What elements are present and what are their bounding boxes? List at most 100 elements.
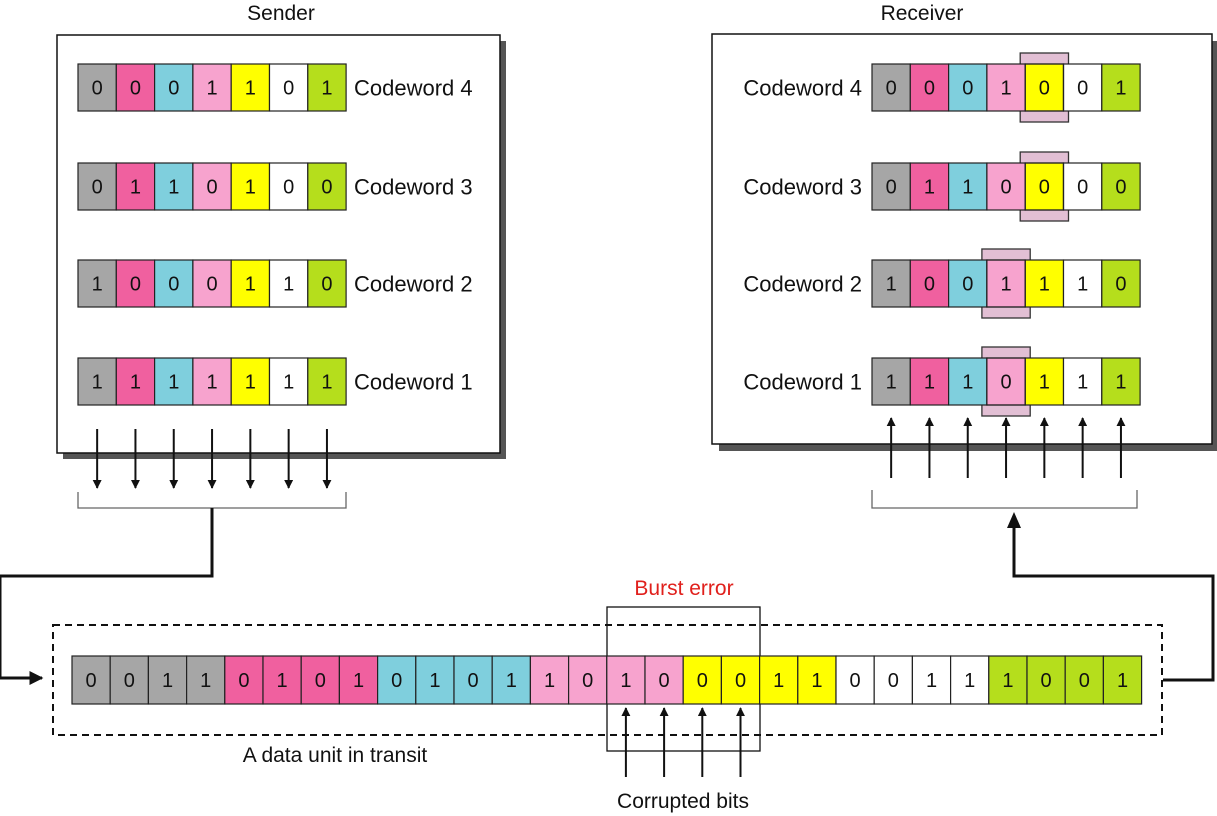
receiver-title: Receiver <box>881 2 964 25</box>
transit-bit-value: 1 <box>1117 670 1128 692</box>
bit-cell <box>871 357 911 406</box>
bit-cell <box>268 259 309 308</box>
bit-cell <box>115 162 156 211</box>
sender-to-transit-line <box>0 508 214 685</box>
bit-cell <box>192 357 232 406</box>
transit-bit-cell <box>682 655 723 705</box>
bit-cell <box>77 357 117 406</box>
bit-value: 1 <box>1115 78 1126 100</box>
bit-cell <box>268 63 309 112</box>
bit-value: 1 <box>1077 372 1088 394</box>
transit-bit-cell <box>567 655 608 705</box>
bit-value: 0 <box>924 78 935 100</box>
bit-value: 1 <box>1077 274 1088 296</box>
bit-value: 0 <box>206 274 217 296</box>
bit-value: 0 <box>92 78 103 100</box>
bit-value: 1 <box>924 372 935 394</box>
bit-cell <box>1101 259 1141 308</box>
transit-to-receiver-line <box>1012 524 1215 682</box>
codeword-label: Codeword 1 <box>743 370 862 395</box>
codeword-label: Codeword 3 <box>354 175 473 200</box>
bit-value: 1 <box>92 372 103 394</box>
sender-bracket <box>77 492 347 509</box>
sender-bit-arrows <box>92 429 332 489</box>
bit-value: 0 <box>130 274 141 296</box>
bit-value: 1 <box>245 78 256 100</box>
transit-bit-cell <box>835 655 875 705</box>
corrupted-bits-label: Corrupted bits <box>617 790 749 813</box>
codeword-label: Codeword 3 <box>743 175 862 200</box>
bit-cell <box>1062 259 1103 308</box>
bit-value: 0 <box>1077 78 1088 100</box>
bit-value: 0 <box>130 78 141 100</box>
bit-value: 1 <box>924 177 935 199</box>
bit-value: 0 <box>1039 78 1050 100</box>
bit-value: 0 <box>886 78 897 100</box>
bit-cell <box>909 259 950 308</box>
transit-bit-value: 1 <box>162 670 173 692</box>
bit-value: 0 <box>962 78 973 100</box>
transit-bit-cell <box>491 655 532 705</box>
transit-bit-value: 1 <box>429 670 440 692</box>
bit-cell <box>77 162 117 211</box>
transit-bit-cell <box>147 655 188 705</box>
bit-value: 0 <box>924 274 935 296</box>
bit-cell <box>307 63 347 112</box>
transit-bit-cell <box>606 655 646 705</box>
transit-bit-cell <box>873 655 914 705</box>
receiver-bracket <box>871 490 1138 509</box>
bit-value: 0 <box>1115 274 1126 296</box>
corrupted-bit-outline <box>986 259 1026 308</box>
bit-value: 1 <box>206 78 217 100</box>
bit-value: 0 <box>283 78 294 100</box>
data-unit-label: A data unit in transit <box>243 744 428 767</box>
sender-title: Sender <box>247 2 315 25</box>
transit-bit-value: 0 <box>888 670 899 692</box>
transit-bit-value: 0 <box>238 670 249 692</box>
codeword-label: Codeword 1 <box>354 370 473 395</box>
transit-bit-cell <box>529 655 570 705</box>
bit-cell <box>307 162 347 211</box>
bit-value: 1 <box>245 274 256 296</box>
transit-bit-cell <box>377 655 417 705</box>
transit-bit-cell <box>720 655 761 705</box>
bit-value: 1 <box>962 372 973 394</box>
bit-cell <box>909 162 950 211</box>
bit-value: 1 <box>1000 78 1011 100</box>
bit-value: 0 <box>886 177 897 199</box>
bit-cell <box>1024 259 1065 308</box>
bit-cell <box>909 63 950 112</box>
bit-value: 0 <box>962 274 973 296</box>
transit-bit-value: 1 <box>926 670 937 692</box>
bit-cell <box>1101 63 1141 112</box>
codeword-label: Codeword 2 <box>743 272 862 297</box>
bit-value: 1 <box>321 78 332 100</box>
transit-bit-cell <box>911 655 952 705</box>
transit-bit-value: 0 <box>697 670 708 692</box>
bit-cell <box>230 259 271 308</box>
bit-value: 0 <box>1039 177 1050 199</box>
bit-cell <box>1062 357 1103 406</box>
bit-cell <box>871 162 911 211</box>
transit-bit-cell <box>1064 655 1104 705</box>
corrupted-bit-outline <box>986 357 1026 406</box>
bit-cell <box>115 259 156 308</box>
bit-cell <box>307 259 347 308</box>
transit-bit-value: 1 <box>353 670 364 692</box>
bit-value: 1 <box>130 372 141 394</box>
burst-error-label: Burst error <box>634 577 733 600</box>
receiver-bracket-arrowhead <box>1007 512 1021 528</box>
codeword-label: Codeword 4 <box>354 76 473 101</box>
bit-value: 0 <box>1077 177 1088 199</box>
bit-cell <box>986 259 1026 308</box>
transit-bit-value: 0 <box>124 670 135 692</box>
